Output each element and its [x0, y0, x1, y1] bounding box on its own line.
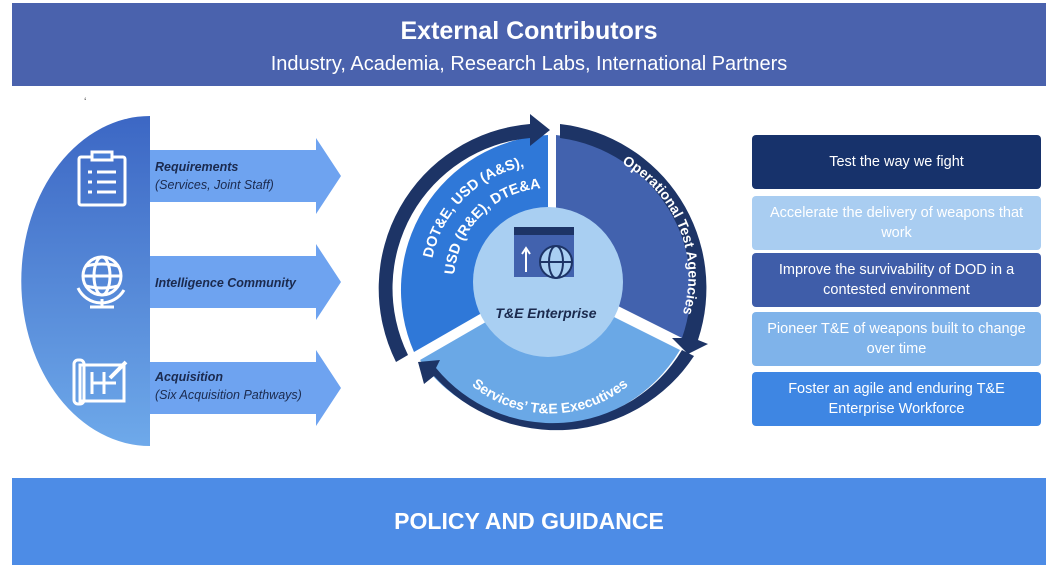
clipboard-icon [77, 150, 127, 207]
input-requirements-title: Requirements [155, 160, 239, 174]
blueprint-icon [72, 358, 128, 406]
banner-title: External Contributors [400, 17, 658, 45]
goal-item: Pioneer T&E of weapons built to change o… [752, 312, 1041, 366]
wheel-center-label: T&E Enterprise [495, 305, 597, 321]
wheel-arrow-bottom-ring [418, 350, 694, 431]
intelligence-arrow [150, 244, 341, 320]
external-contributors-banner: External Contributors Industry, Academia… [12, 3, 1046, 86]
goal-item: Accelerate the delivery of weapons that … [752, 196, 1041, 250]
goal-item: Improve the survivability of DOD in a co… [752, 253, 1041, 307]
input-acquisition: Acquisition (Six Acquisition Pathways) [155, 368, 302, 404]
wheel-arrow-left-ring [378, 114, 550, 362]
globe-icon [76, 255, 126, 309]
wheel-segment-oversight [400, 135, 548, 352]
requirements-arrow [150, 138, 341, 214]
input-intelligence: Intelligence Community [155, 274, 296, 292]
input-intelligence-title: Intelligence Community [155, 276, 296, 290]
input-requirements-subtitle: (Services, Joint Staff) [155, 178, 274, 192]
policy-guidance-title: POLICY AND GUIDANCE [394, 508, 664, 534]
goal-item: Test the way we fight [752, 135, 1041, 189]
goal-item: Foster an agile and enduring T&E Enterpr… [752, 372, 1041, 426]
banner-subtitle: Industry, Academia, Research Labs, Inter… [270, 53, 788, 75]
input-acquisition-subtitle: (Six Acquisition Pathways) [155, 388, 302, 402]
wheel-center-circle [473, 207, 623, 357]
browser-globe-icon [514, 227, 574, 279]
input-requirements: Requirements (Services, Joint Staff) [155, 158, 274, 194]
input-acquisition-title: Acquisition [155, 370, 224, 384]
wheel-arrow-right-ring [560, 124, 708, 354]
stray-mark: ‘ [84, 96, 87, 108]
policy-guidance-banner: POLICY AND GUIDANCE [12, 478, 1046, 565]
acquisition-arrow [150, 350, 341, 426]
